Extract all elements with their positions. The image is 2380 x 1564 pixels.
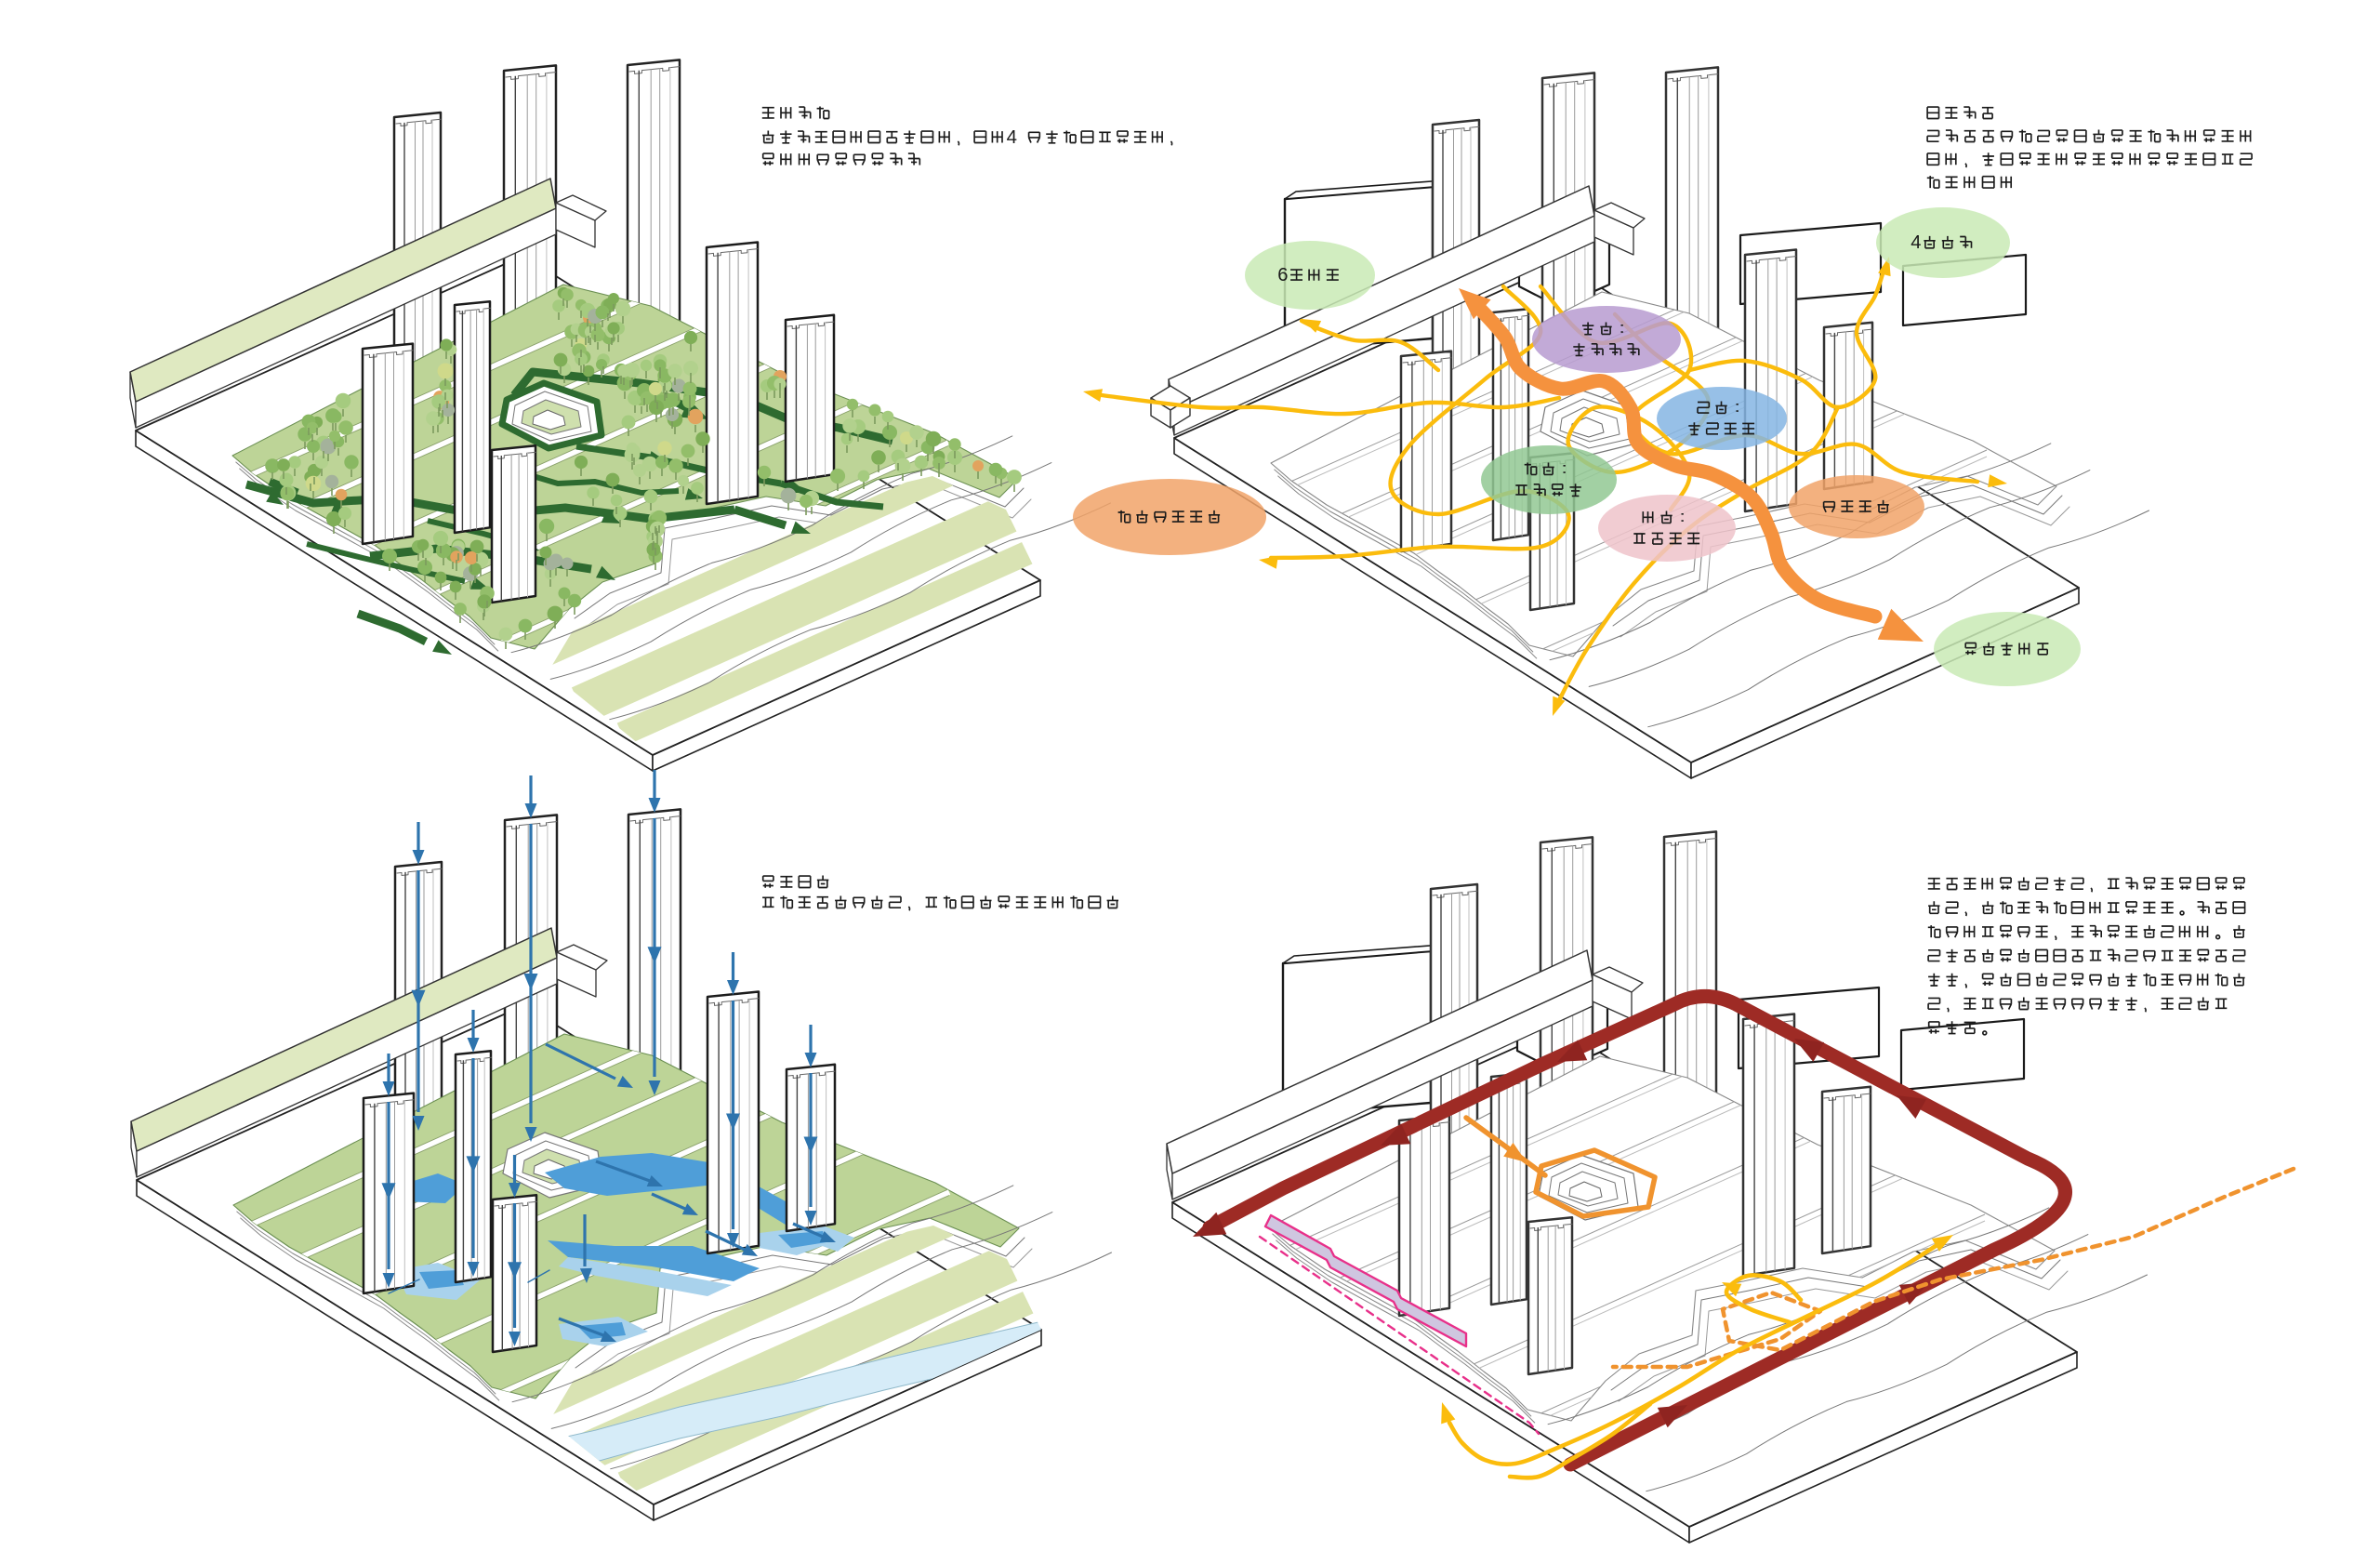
svg-text:4: 4 — [1007, 127, 1017, 148]
svg-text:4: 4 — [1911, 232, 1921, 253]
svg-text:6: 6 — [1277, 265, 1288, 285]
